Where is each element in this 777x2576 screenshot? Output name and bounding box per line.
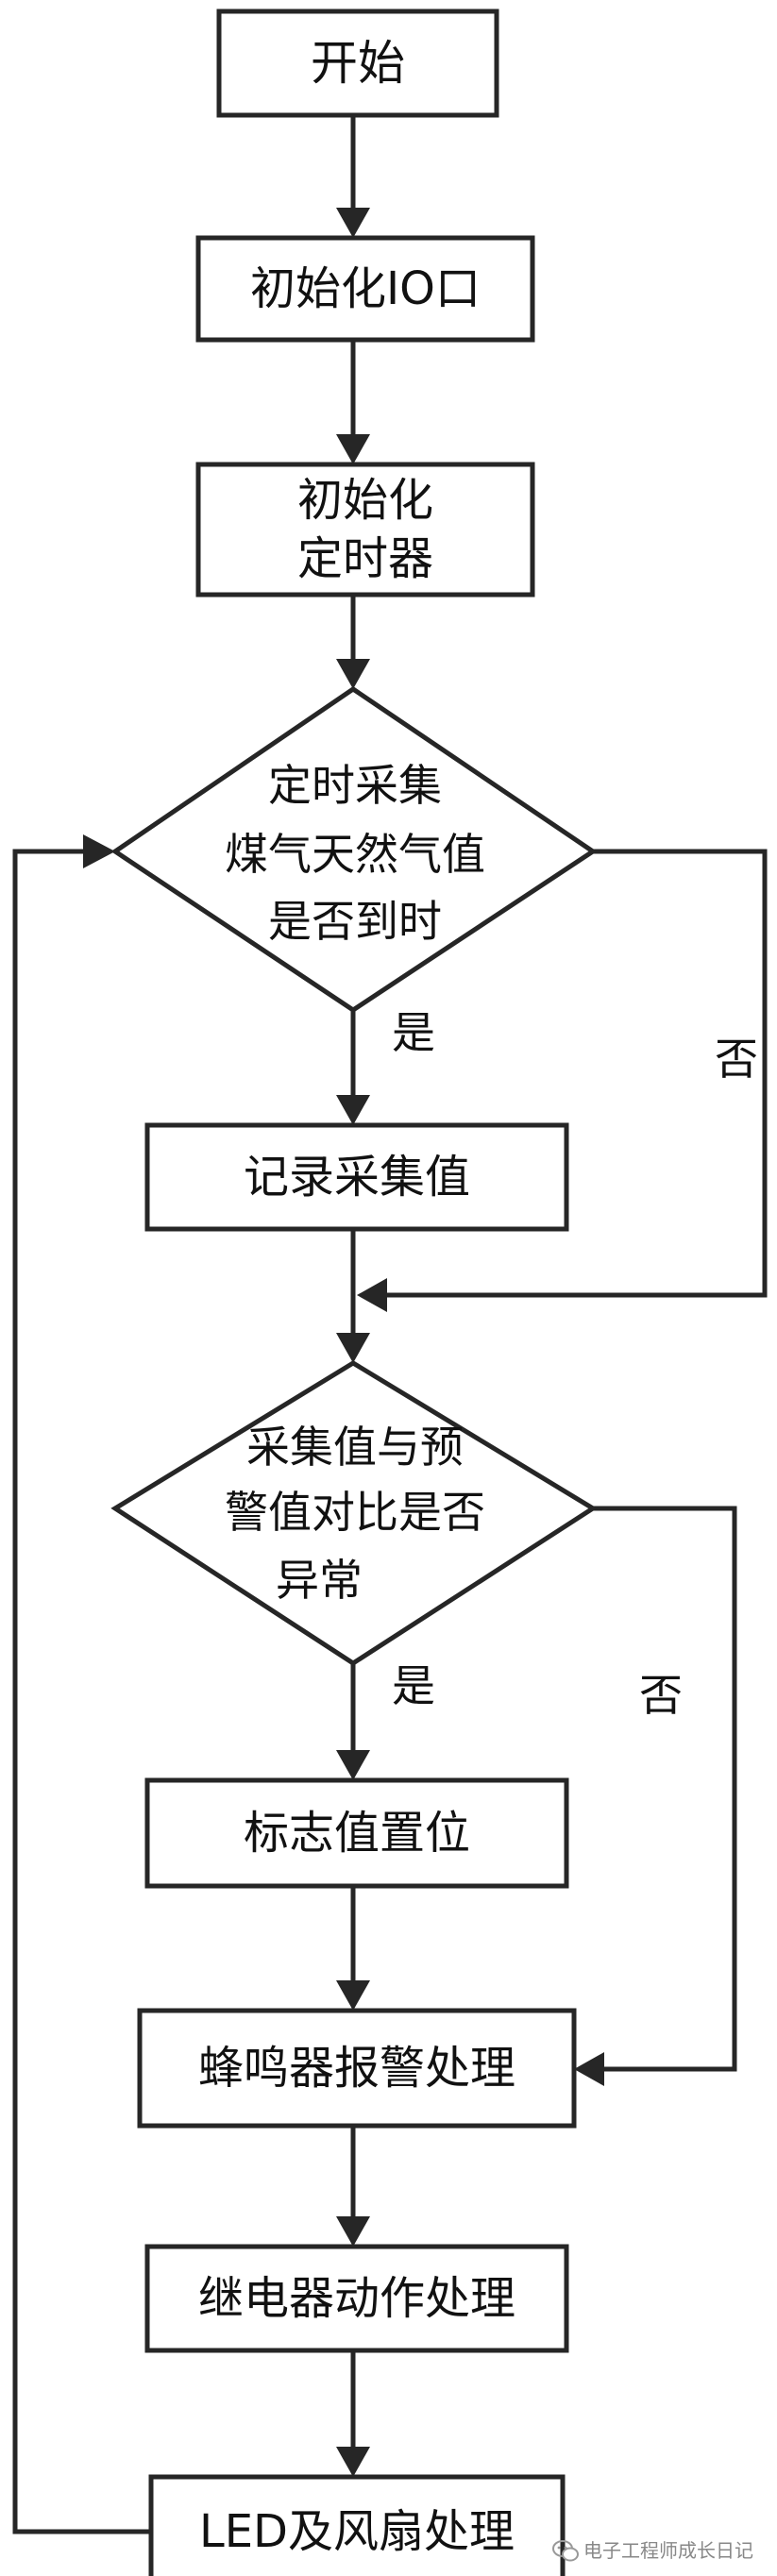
- connector-loop-back: [12, 849, 151, 2534]
- arrowhead: [336, 2216, 370, 2247]
- decision-sample-timer-line2: 煤气天然气值: [225, 829, 485, 880]
- decision-sample-timer-line3: 是否到时: [268, 896, 442, 947]
- decision-compare-warning-diamond: [110, 1360, 598, 1666]
- arrowhead: [83, 834, 115, 868]
- step-buzzer-label: 蜂鸣器报警处理: [198, 2042, 515, 2095]
- step-init-timer: 初始化 定时器: [195, 462, 535, 598]
- arrowhead: [336, 434, 370, 464]
- step-relay-box: [144, 2244, 569, 2353]
- step-led-fan: LED及风扇处理: [148, 2474, 566, 2576]
- decision-sample-timer-diamond: [110, 685, 598, 1014]
- step-led-fan-label: LED及风扇处理: [199, 2505, 515, 2558]
- decision-sample-timer-line1: 定时采集: [268, 760, 442, 811]
- arrowhead: [336, 1095, 370, 1125]
- step-record-box: [144, 1122, 569, 1232]
- watermark: 电子工程师成长日记: [552, 2539, 753, 2562]
- arrowhead: [357, 1278, 387, 1312]
- step-init-timer-box: [195, 462, 535, 598]
- yes-label-2: 是: [392, 1660, 435, 1711]
- decision-compare-warning-line1: 采集值与预: [246, 1422, 464, 1473]
- step-flag: 标志值置位: [144, 1777, 569, 1889]
- decision-compare-warning-line3: 异常: [276, 1555, 363, 1606]
- decision-sample-timer: 定时采集 煤气天然气值 是否到时: [110, 685, 598, 1014]
- step-init-timer-label-line2: 定时器: [297, 532, 433, 585]
- yes-label-1: 是: [392, 1007, 435, 1058]
- step-init-timer-label-line1: 初始化: [297, 474, 433, 527]
- step-init-io-box: [195, 235, 535, 343]
- step-buzzer: 蜂鸣器报警处理: [137, 2008, 577, 2129]
- watermark-text: 电子工程师成长日记: [583, 2539, 753, 2562]
- step-start: 开始: [216, 8, 499, 118]
- connector-decision2-no: [593, 1506, 737, 2072]
- connector-decision1-no: [387, 849, 768, 1298]
- step-relay: 继电器动作处理: [144, 2244, 569, 2353]
- connectors: [12, 115, 768, 2534]
- step-flag-label: 标志值置位: [244, 1807, 470, 1860]
- wechat-icon: [552, 2540, 579, 2562]
- step-start-label: 开始: [311, 36, 405, 91]
- arrowhead: [336, 1750, 370, 1780]
- arrowhead: [336, 659, 370, 689]
- step-buzzer-box: [137, 2008, 577, 2129]
- arrowhead: [336, 1980, 370, 2011]
- step-start-box: [216, 8, 499, 118]
- arrowhead: [336, 2447, 370, 2477]
- step-record-label: 记录采集值: [244, 1151, 470, 1204]
- arrowhead: [574, 2052, 604, 2086]
- step-led-fan-box: [148, 2474, 566, 2576]
- step-flag-box: [144, 1777, 569, 1889]
- decision-compare-warning: 采集值与预 警值对比是否 异常: [110, 1360, 598, 1666]
- arrowhead: [336, 1333, 370, 1363]
- arrowhead: [336, 208, 370, 238]
- no-label-2: 否: [639, 1670, 683, 1721]
- step-record: 记录采集值: [144, 1122, 569, 1232]
- no-label-1: 否: [715, 1034, 758, 1085]
- step-relay-label: 继电器动作处理: [198, 2272, 515, 2325]
- step-init-io-label: 初始化IO口: [250, 262, 481, 315]
- step-init-io: 初始化IO口: [195, 235, 535, 343]
- decision-compare-warning-line2: 警值对比是否: [225, 1487, 485, 1538]
